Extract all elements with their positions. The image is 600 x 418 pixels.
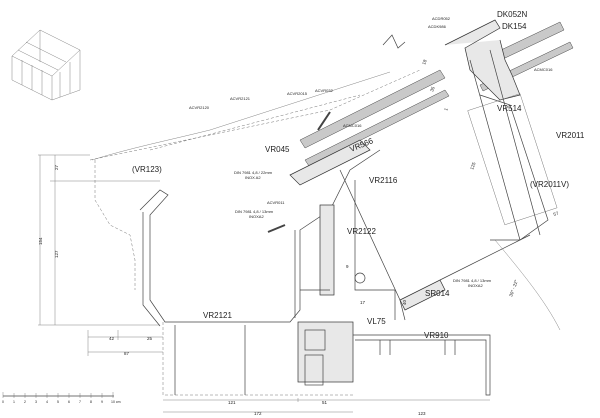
label-acvr011: ACVR011 — [267, 200, 285, 205]
scale-tick: 6 — [68, 400, 70, 404]
label-screw-13mm-right-material: INOXA2 — [468, 283, 483, 288]
dim-123: 123 — [418, 411, 426, 416]
dim-9: 9 — [346, 264, 349, 269]
scale-tick-labels: 0 1 2 3 4 5 6 7 8 9 10 cm — [2, 400, 121, 404]
label-acvr032: ACVR032 — [315, 88, 334, 93]
scale-tick: 4 — [46, 400, 48, 404]
label-vr123: (VR123) — [132, 165, 162, 174]
label-vr2116: VR2116 — [369, 176, 398, 185]
label-vl75: VL75 — [367, 317, 386, 326]
label-vr045: VR045 — [265, 145, 290, 154]
dim-25: 25 — [147, 336, 153, 341]
dim-40: 40 — [402, 299, 407, 305]
veranda-thumbnail — [11, 29, 81, 101]
label-acvr2121: ACVR2121 — [230, 96, 251, 101]
scale-tick: 5 — [57, 400, 59, 404]
dim-42: 42 — [109, 336, 115, 341]
label-dk052n: DK052N — [497, 10, 527, 19]
scale-tick: 7 — [79, 400, 81, 404]
label-vr910: VR910 — [424, 331, 449, 340]
label-acvr2120: ACVR2120 — [189, 105, 210, 110]
hand-tool-icon — [382, 34, 406, 49]
scale-tick: 0 — [2, 400, 4, 404]
dim-125: 125 — [469, 161, 476, 170]
dim-17: 17 — [360, 300, 366, 305]
dim-1: 1 — [443, 107, 449, 112]
label-acmc016-mid: ACMC016 — [343, 123, 362, 128]
label-acmc016-top: ACMC016 — [534, 67, 553, 72]
screwdriver-icon — [317, 111, 331, 131]
label-sr014: SR014 — [425, 289, 450, 298]
glazing — [299, 21, 574, 167]
scale-tick: 3 — [35, 400, 37, 404]
dimension-lines — [38, 154, 490, 413]
label-screw-22mm-material: INOX A2 — [245, 175, 261, 180]
scale-tick: 2 — [24, 400, 26, 404]
gutter-profile — [94, 139, 531, 396]
label-vr2011: VR2011 — [556, 131, 585, 140]
scale-tick: 10 cm — [111, 400, 121, 404]
label-screw-13mm: DIN 7981 4,8 / 13mm — [235, 209, 274, 214]
label-dk154: DK154 — [502, 22, 527, 31]
ridge-profile — [444, 19, 558, 241]
label-screw-13mm-right: DIN 7981 4,8 / 13mm — [453, 278, 492, 283]
scale-tick: 8 — [90, 400, 92, 404]
dim-27: 27 — [54, 164, 59, 170]
label-vr2121: VR2121 — [203, 311, 232, 320]
label-acvr2015: ACVR2015 — [287, 91, 308, 96]
label-screw-22mm: DIN 7981 4,8 / 22mm — [234, 170, 273, 175]
scale-tick: 1 — [13, 400, 15, 404]
dim-18: 18 — [421, 58, 428, 65]
dim-172: 172 — [254, 411, 262, 416]
label-screw-13mm-material: INOXA2 — [249, 214, 264, 219]
label-vr2122: VR2122 — [347, 227, 376, 236]
scale-tick: 9 — [101, 400, 103, 404]
dim-51: 51 — [322, 400, 328, 405]
label-acdk986: ACDK986 — [428, 24, 447, 29]
tool-icons — [267, 34, 406, 233]
dim-127: 127 — [54, 250, 59, 258]
scale-bar — [2, 392, 114, 398]
label-angle: 30° - 22° — [508, 279, 519, 297]
screwdriver-icon-lower — [267, 224, 286, 233]
label-vr514: VR514 — [497, 104, 522, 113]
dim-57: 57 — [553, 210, 560, 217]
dim-87: 87 — [124, 351, 130, 356]
roof-outline-lines — [89, 69, 421, 161]
dim-121: 121 — [228, 400, 236, 405]
angle-arc — [494, 239, 561, 331]
label-vr2011v: (VR2011V) — [530, 180, 569, 189]
label-acdr052: ACDR052 — [432, 16, 451, 21]
dim-35: 35 — [429, 85, 436, 92]
dim-154: 154 — [38, 237, 43, 245]
